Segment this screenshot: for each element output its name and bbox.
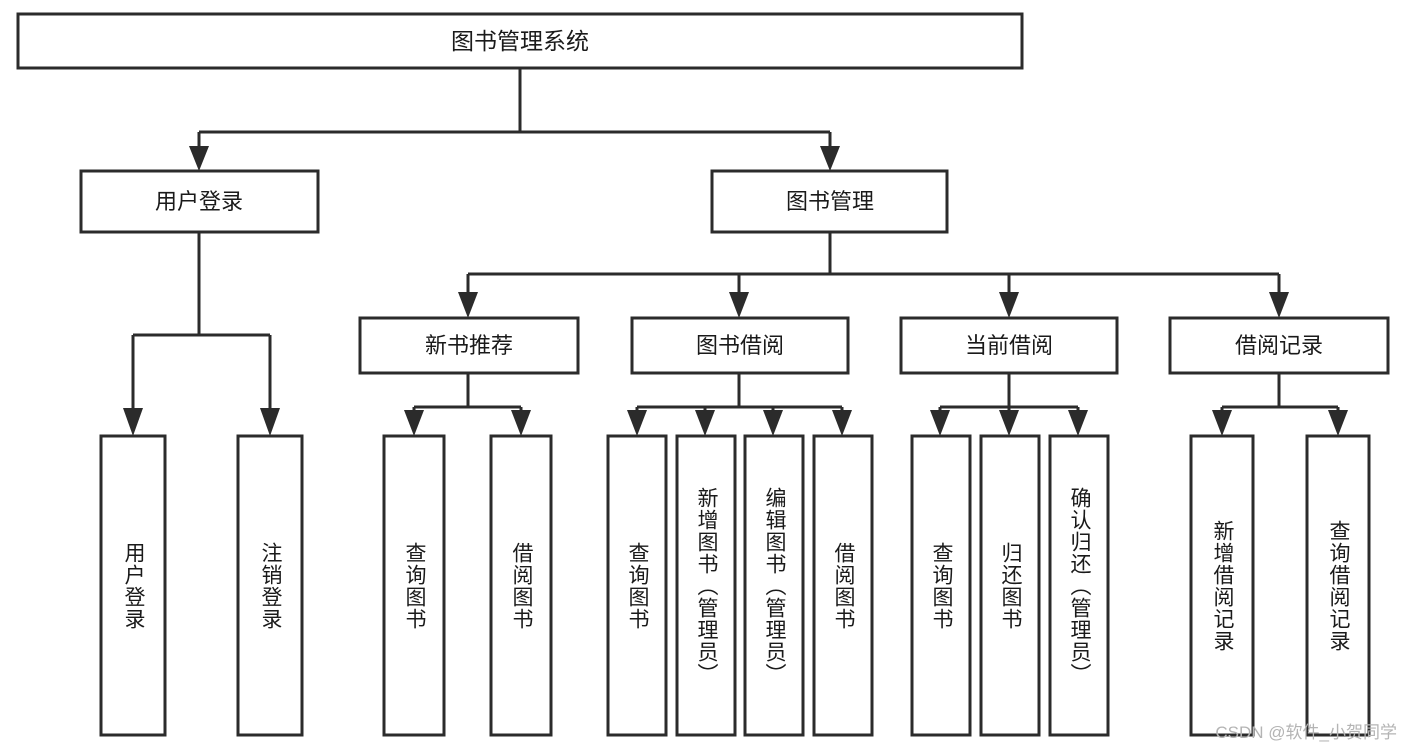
connector-group-user-login xyxy=(123,232,280,436)
node-current-borrow-label: 当前借阅 xyxy=(965,333,1053,358)
arrow-head-l3-1 xyxy=(729,292,749,318)
arrow-head-leaf-book-borrow-2 xyxy=(763,410,783,436)
node-new-book-recommend-label: 新书推荐 xyxy=(425,333,513,358)
arrow-head-l3-3 xyxy=(1269,292,1289,318)
leaf-box-new-book-0[interactable] xyxy=(382,434,446,737)
node-root-box[interactable] xyxy=(16,12,1024,70)
leaf-box-current-borrow-2[interactable] xyxy=(1048,434,1110,737)
leaf-box-current-borrow-0[interactable] xyxy=(910,434,972,737)
arrow-head-leaf-current-borrow-2 xyxy=(1068,410,1088,436)
arrow-head-user-login xyxy=(189,146,209,171)
leaf-box-book-borrow-2[interactable] xyxy=(743,434,805,737)
leaf-box-new-book-1[interactable] xyxy=(489,434,553,737)
arrow-head-leaf-user-login-0 xyxy=(123,408,143,436)
leaf-box-user-login-0[interactable] xyxy=(99,434,167,737)
leaf-box-borrow-record-0[interactable] xyxy=(1189,434,1255,737)
leaf-box-book-borrow-3[interactable] xyxy=(812,434,874,737)
connector-group-borrow-record xyxy=(1212,373,1348,436)
leaf-box-current-borrow-1[interactable] xyxy=(979,434,1041,737)
node-user-login-box[interactable] xyxy=(79,169,320,234)
node-new-book-recommend[interactable]: 新书推荐 xyxy=(358,316,580,375)
node-book-borrow[interactable]: 图书借阅 xyxy=(630,316,850,375)
arrow-head-leaf-user-login-1 xyxy=(260,408,280,436)
node-new-book-recommend-box[interactable] xyxy=(358,316,580,375)
node-current-borrow[interactable]: 当前借阅 xyxy=(899,316,1119,375)
node-root[interactable]: 图书管理系统 xyxy=(16,12,1024,70)
arrow-head-leaf-borrow-record-0 xyxy=(1212,410,1232,436)
node-borrow-record-label: 借阅记录 xyxy=(1235,333,1323,358)
arrow-head-leaf-borrow-record-1 xyxy=(1328,410,1348,436)
node-book-manage[interactable]: 图书管理 xyxy=(710,169,949,234)
connector-group-current-borrow xyxy=(930,373,1088,436)
arrow-head-book-manage xyxy=(820,146,840,171)
arrow-head-leaf-current-borrow-1 xyxy=(999,410,1019,436)
node-user-login-label: 用户登录 xyxy=(155,189,243,214)
node-book-manage-box[interactable] xyxy=(710,169,949,234)
node-current-borrow-box[interactable] xyxy=(899,316,1119,375)
arrow-head-leaf-book-borrow-0 xyxy=(627,410,647,436)
node-book-borrow-label: 图书借阅 xyxy=(696,333,784,358)
connector-group-book-manage xyxy=(458,232,1289,318)
arrow-head-leaf-current-borrow-0 xyxy=(930,410,950,436)
connector-group-new-book xyxy=(404,373,531,436)
node-borrow-record-box[interactable] xyxy=(1168,316,1390,375)
node-book-manage-label: 图书管理 xyxy=(786,189,874,214)
watermark-text: CSDN @软件_小贺同学 xyxy=(1215,723,1397,742)
leaf-box-book-borrow-1[interactable] xyxy=(675,434,737,737)
arrow-head-leaf-new-book-1 xyxy=(511,410,531,436)
connector-group-root xyxy=(189,68,840,171)
node-user-login[interactable]: 用户登录 xyxy=(79,169,320,234)
leaf-box-user-login-1[interactable] xyxy=(236,434,304,737)
leaf-box-book-borrow-0[interactable] xyxy=(606,434,668,737)
leaf-box-borrow-record-1[interactable] xyxy=(1305,434,1371,737)
arrow-head-leaf-book-borrow-1 xyxy=(695,410,715,436)
node-root-label: 图书管理系统 xyxy=(451,28,589,54)
node-book-borrow-box[interactable] xyxy=(630,316,850,375)
arrow-head-l3-0 xyxy=(458,292,478,318)
arrow-head-leaf-new-book-0 xyxy=(404,410,424,436)
node-borrow-record[interactable]: 借阅记录 xyxy=(1168,316,1390,375)
connector-group-book-borrow xyxy=(627,373,852,436)
arrow-head-leaf-book-borrow-3 xyxy=(832,410,852,436)
arrow-head-l3-2 xyxy=(999,292,1019,318)
